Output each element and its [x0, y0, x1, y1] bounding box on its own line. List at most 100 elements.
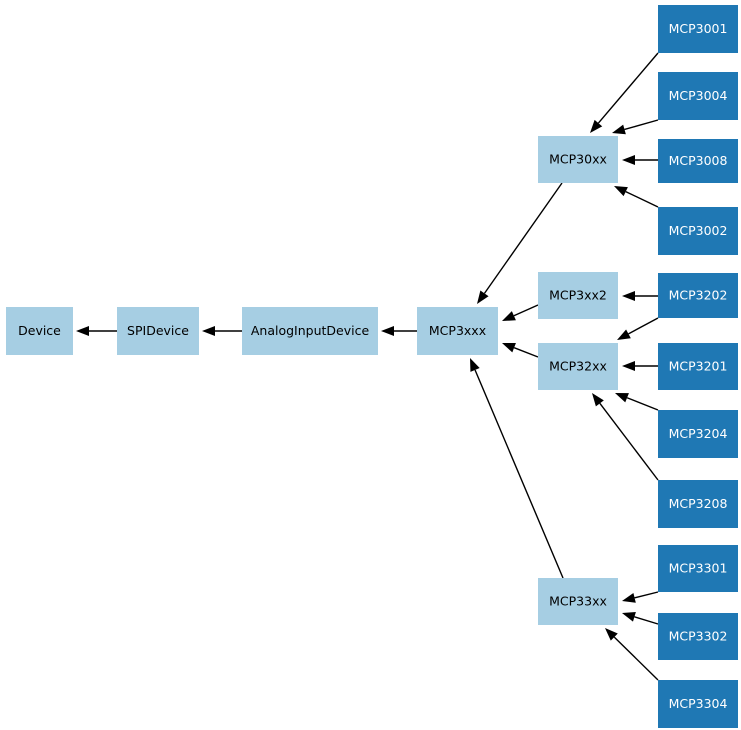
edge-line: [513, 347, 539, 358]
edge-line: [624, 119, 659, 131]
node-label: MCP3201: [669, 359, 728, 374]
arrowhead-icon: [622, 361, 635, 371]
arrowhead-icon: [622, 612, 636, 622]
node-rect[interactable]: [658, 5, 738, 53]
node-rect[interactable]: [658, 273, 738, 318]
node-label: MCP3001: [669, 21, 728, 36]
edge-line: [626, 397, 659, 411]
edge-line: [625, 190, 659, 208]
arrowhead-icon: [622, 155, 635, 165]
inheritance-edge-mcp32xx-to-mcp3xxx: [502, 343, 539, 358]
class-node-analoginputdevice[interactable]: AnalogInputDevice: [242, 307, 378, 355]
node-label: MCP3304: [669, 696, 728, 711]
node-label: MCP3204: [669, 426, 728, 441]
class-node-mcp30xx[interactable]: MCP30xx: [538, 136, 618, 183]
inheritance-edge-mcp3208-to-mcp32xx: [592, 393, 659, 481]
node-label: AnalogInputDevice: [251, 323, 370, 338]
node-rect[interactable]: [658, 72, 738, 120]
node-rect[interactable]: [658, 343, 738, 390]
node-label: Device: [18, 323, 61, 338]
node-rect[interactable]: [658, 139, 738, 183]
arrowhead-icon: [605, 628, 618, 641]
arrowhead-icon: [502, 311, 516, 321]
inheritance-edge-analoginputdevice-to-spidevice: [202, 326, 242, 336]
inheritance-edge-mcp30xx-to-mcp3xxx: [477, 182, 563, 304]
node-rect[interactable]: [658, 410, 738, 458]
node-rect[interactable]: [538, 343, 618, 390]
node-label: MCP33xx: [549, 594, 607, 609]
node-label: MCP3xx2: [549, 288, 607, 303]
class-node-spidevice[interactable]: SPIDevice: [117, 307, 199, 355]
arrowhead-icon: [470, 358, 480, 372]
inheritance-edge-spidevice-to-device: [76, 326, 117, 336]
arrowhead-icon: [76, 326, 89, 336]
node-rect[interactable]: [538, 136, 618, 183]
node-label: MCP32xx: [549, 359, 607, 374]
node-rect[interactable]: [658, 680, 738, 728]
arrowhead-icon: [202, 326, 215, 336]
node-rect[interactable]: [658, 207, 738, 255]
arrowhead-icon: [622, 291, 635, 301]
class-node-mcp3302[interactable]: MCP3302: [658, 613, 738, 660]
arrowhead-icon: [477, 290, 489, 304]
node-label: MCP3202: [669, 288, 728, 303]
class-node-mcp3001[interactable]: MCP3001: [658, 5, 738, 53]
inheritance-edge-mcp3xxx-to-analoginputdevice: [381, 326, 417, 336]
inheritance-edge-mcp33xx-to-mcp3xxx: [470, 358, 564, 579]
node-rect[interactable]: [658, 480, 738, 528]
class-node-mcp3xx2[interactable]: MCP3xx2: [538, 272, 618, 319]
inheritance-edge-mcp3202-to-mcp3xx2: [622, 291, 658, 301]
node-label: MCP3002: [669, 223, 728, 238]
inheritance-edge-mcp3002-to-mcp30xx: [614, 186, 659, 208]
arrowhead-icon: [592, 393, 604, 407]
arrowhead-icon: [612, 124, 626, 135]
arrowhead-icon: [622, 592, 636, 603]
inheritance-edge-mcp3008-to-mcp30xx: [622, 155, 658, 165]
class-node-mcp3304[interactable]: MCP3304: [658, 680, 738, 728]
edge-line: [599, 402, 659, 481]
class-node-mcp32xx[interactable]: MCP32xx: [538, 343, 618, 390]
edge-line: [634, 591, 659, 599]
arrowhead-icon: [615, 393, 629, 403]
node-rect[interactable]: [417, 307, 498, 355]
class-node-mcp3004[interactable]: MCP3004: [658, 72, 738, 120]
class-node-mcp3008[interactable]: MCP3008: [658, 139, 738, 183]
node-rect[interactable]: [6, 307, 73, 355]
inheritance-edge-mcp3302-to-mcp33xx: [622, 612, 659, 625]
arrowhead-icon: [590, 119, 603, 133]
node-label: MCP3008: [669, 153, 728, 168]
class-node-mcp3201[interactable]: MCP3201: [658, 343, 738, 390]
inheritance-edge-mcp3004-to-mcp30xx: [612, 119, 659, 135]
node-label: MCP30xx: [549, 152, 607, 167]
node-label: MCP3301: [669, 561, 728, 576]
inheritance-edge-mcp3204-to-mcp32xx: [615, 393, 659, 411]
class-node-mcp3202[interactable]: MCP3202: [658, 273, 738, 318]
class-node-mcp33xx[interactable]: MCP33xx: [538, 578, 618, 625]
arrowhead-icon: [502, 343, 516, 353]
inheritance-edge-mcp3201-to-mcp32xx: [622, 361, 658, 371]
node-rect[interactable]: [658, 545, 738, 592]
arrowhead-icon: [381, 326, 394, 336]
node-rect[interactable]: [538, 272, 618, 319]
inheritance-edge-mcp3001-to-mcp30xx: [590, 52, 659, 133]
inheritance-edge-mcp3202-to-mcp32xx: [617, 317, 659, 340]
node-rect[interactable]: [658, 613, 738, 660]
arrowhead-icon: [614, 186, 628, 197]
class-node-device[interactable]: Device: [6, 307, 73, 355]
node-label: MCP3208: [669, 496, 728, 511]
node-rect[interactable]: [538, 578, 618, 625]
class-node-mcp3xxx[interactable]: MCP3xxx: [417, 307, 498, 355]
node-rect[interactable]: [242, 307, 378, 355]
node-rect[interactable]: [117, 307, 199, 355]
node-label: SPIDevice: [127, 323, 189, 338]
class-node-mcp3301[interactable]: MCP3301: [658, 545, 738, 592]
edge-line: [597, 52, 659, 124]
inheritance-edge-mcp3304-to-mcp33xx: [605, 628, 659, 681]
node-label: MCP3xxx: [429, 323, 486, 338]
node-label: MCP3302: [669, 629, 728, 644]
class-node-mcp3208[interactable]: MCP3208: [658, 480, 738, 528]
class-node-mcp3204[interactable]: MCP3204: [658, 410, 738, 458]
class-node-mcp3002[interactable]: MCP3002: [658, 207, 738, 255]
